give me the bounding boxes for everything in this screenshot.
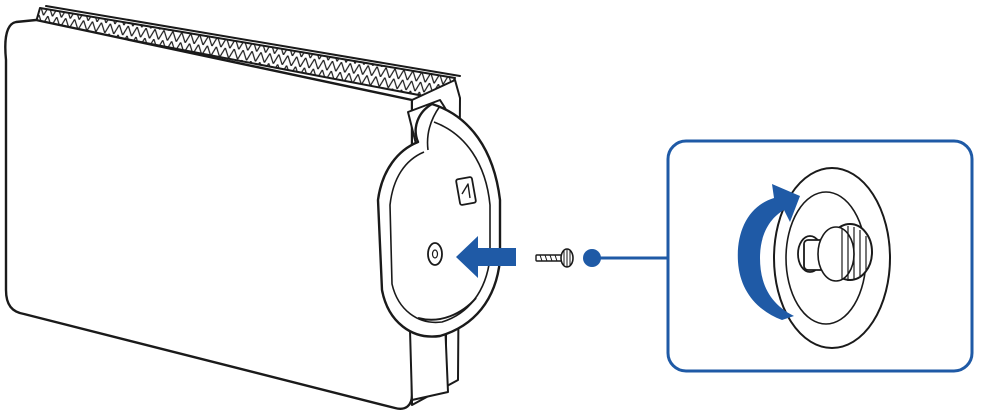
screw-thread bbox=[539, 254, 558, 262]
stand-disc-inner-rim bbox=[389, 121, 491, 324]
detail-screw-knob bbox=[803, 223, 873, 282]
detail-callout-tighten-screw bbox=[666, 139, 974, 373]
callout-dot-icon bbox=[583, 249, 668, 267]
stand-disc-latch bbox=[455, 176, 477, 206]
stand-disc-slot bbox=[417, 297, 477, 321]
console-top-edge bbox=[45, 5, 461, 77]
stand-screw-hole-inner bbox=[431, 249, 439, 259]
arrow-left-icon bbox=[456, 236, 516, 278]
stand-screw bbox=[535, 248, 574, 268]
vertical-stand-disc bbox=[376, 102, 502, 338]
stand-disc-latch-mark bbox=[461, 183, 471, 199]
rotate-clockwise-icon bbox=[737, 184, 800, 320]
stand-disc-top-notch bbox=[426, 105, 441, 151]
